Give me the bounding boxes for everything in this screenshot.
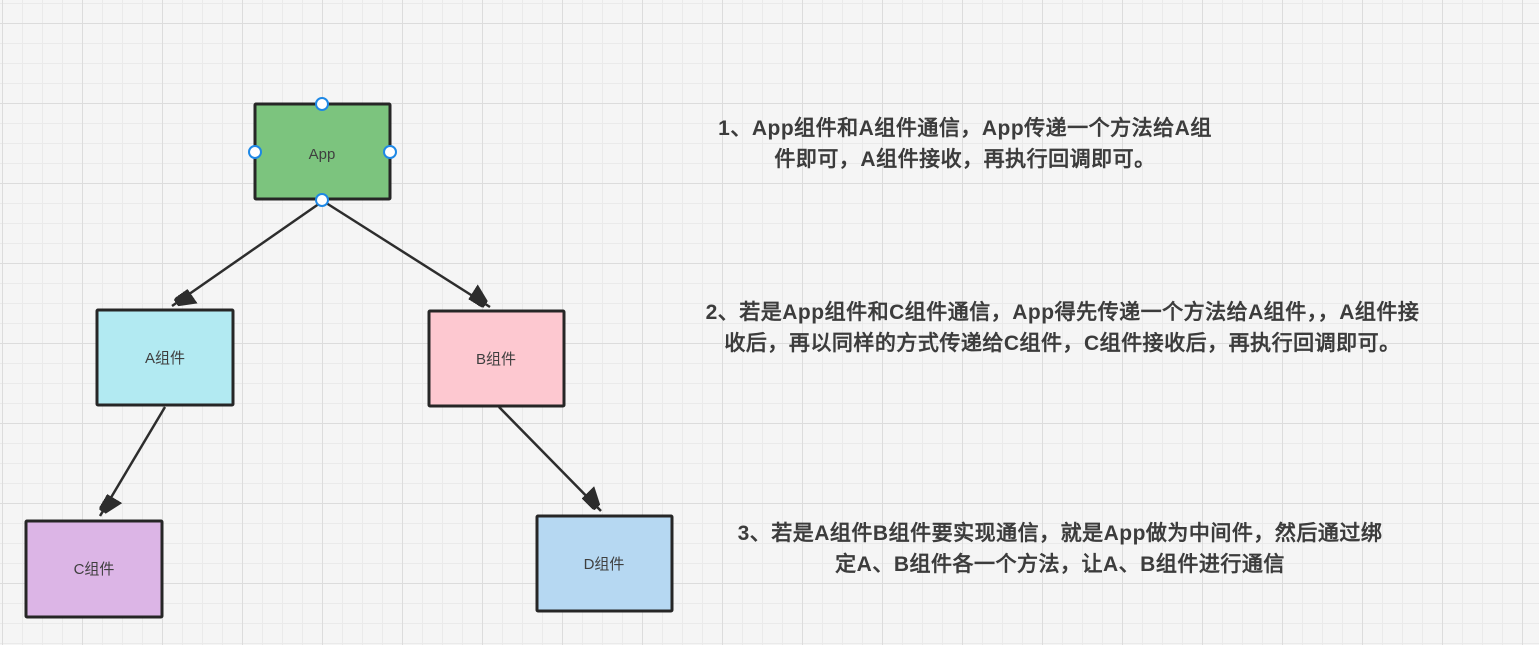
annotation-line: 件即可，A组件接收，再执行回调即可。 [774, 148, 1156, 171]
node-app-label: App [309, 146, 336, 163]
connection-handle-left[interactable] [248, 145, 262, 159]
node-b-shape[interactable] [427, 309, 566, 408]
node-c-component[interactable]: C组件 [24, 519, 164, 619]
annotation-line: 2、若是App组件和C组件通信，App得先传递一个方法给A组件，，A组件接 [705, 301, 1420, 324]
selection-handles [248, 97, 397, 207]
node-a-label: A组件 [145, 350, 185, 367]
node-d-component[interactable]: D组件 [535, 514, 674, 613]
annotation-line: 收后，再以同样的方式传递给C组件，C组件接收后，再执行回调即可。 [724, 332, 1401, 355]
node-c-shape[interactable] [24, 519, 164, 619]
connection-handle-bottom[interactable] [315, 193, 329, 207]
annotation-note-1[interactable]: 1、App组件和A组件通信，App传递一个方法给A组 件即可，A组件接收，再执行… [700, 113, 1230, 175]
node-b-component[interactable]: B组件 [427, 309, 566, 408]
edge-a-to-c[interactable] [100, 406, 167, 516]
annotation-line: 3、若是A组件B组件要实现通信，就是App做为中间件，然后通过绑 [737, 522, 1383, 545]
node-d-label: D组件 [584, 556, 625, 573]
connection-handle-top[interactable] [315, 97, 329, 111]
node-a-shape[interactable] [95, 308, 235, 407]
annotation-note-2[interactable]: 2、若是App组件和C组件通信，App得先传递一个方法给A组件，，A组件接 收后… [685, 297, 1440, 359]
node-b-label: B组件 [476, 351, 516, 368]
annotation-note-3[interactable]: 3、若是A组件B组件要实现通信，就是App做为中间件，然后通过绑 定A、B组件各… [725, 518, 1395, 580]
node-app[interactable]: App [253, 102, 392, 201]
node-a-component[interactable]: A组件 [95, 308, 235, 407]
annotation-line: 定A、B组件各一个方法，让A、B组件进行通信 [835, 553, 1285, 576]
edge-app-to-b[interactable] [322, 199, 490, 307]
annotation-line: 1、App组件和A组件通信，App传递一个方法给A组 [718, 117, 1212, 140]
edge-b-to-d[interactable] [498, 406, 601, 512]
edge-app-to-a[interactable] [171, 199, 324, 306]
node-c-label: C组件 [74, 561, 115, 578]
connection-handle-right[interactable] [383, 145, 397, 159]
node-d-shape[interactable] [535, 514, 674, 613]
